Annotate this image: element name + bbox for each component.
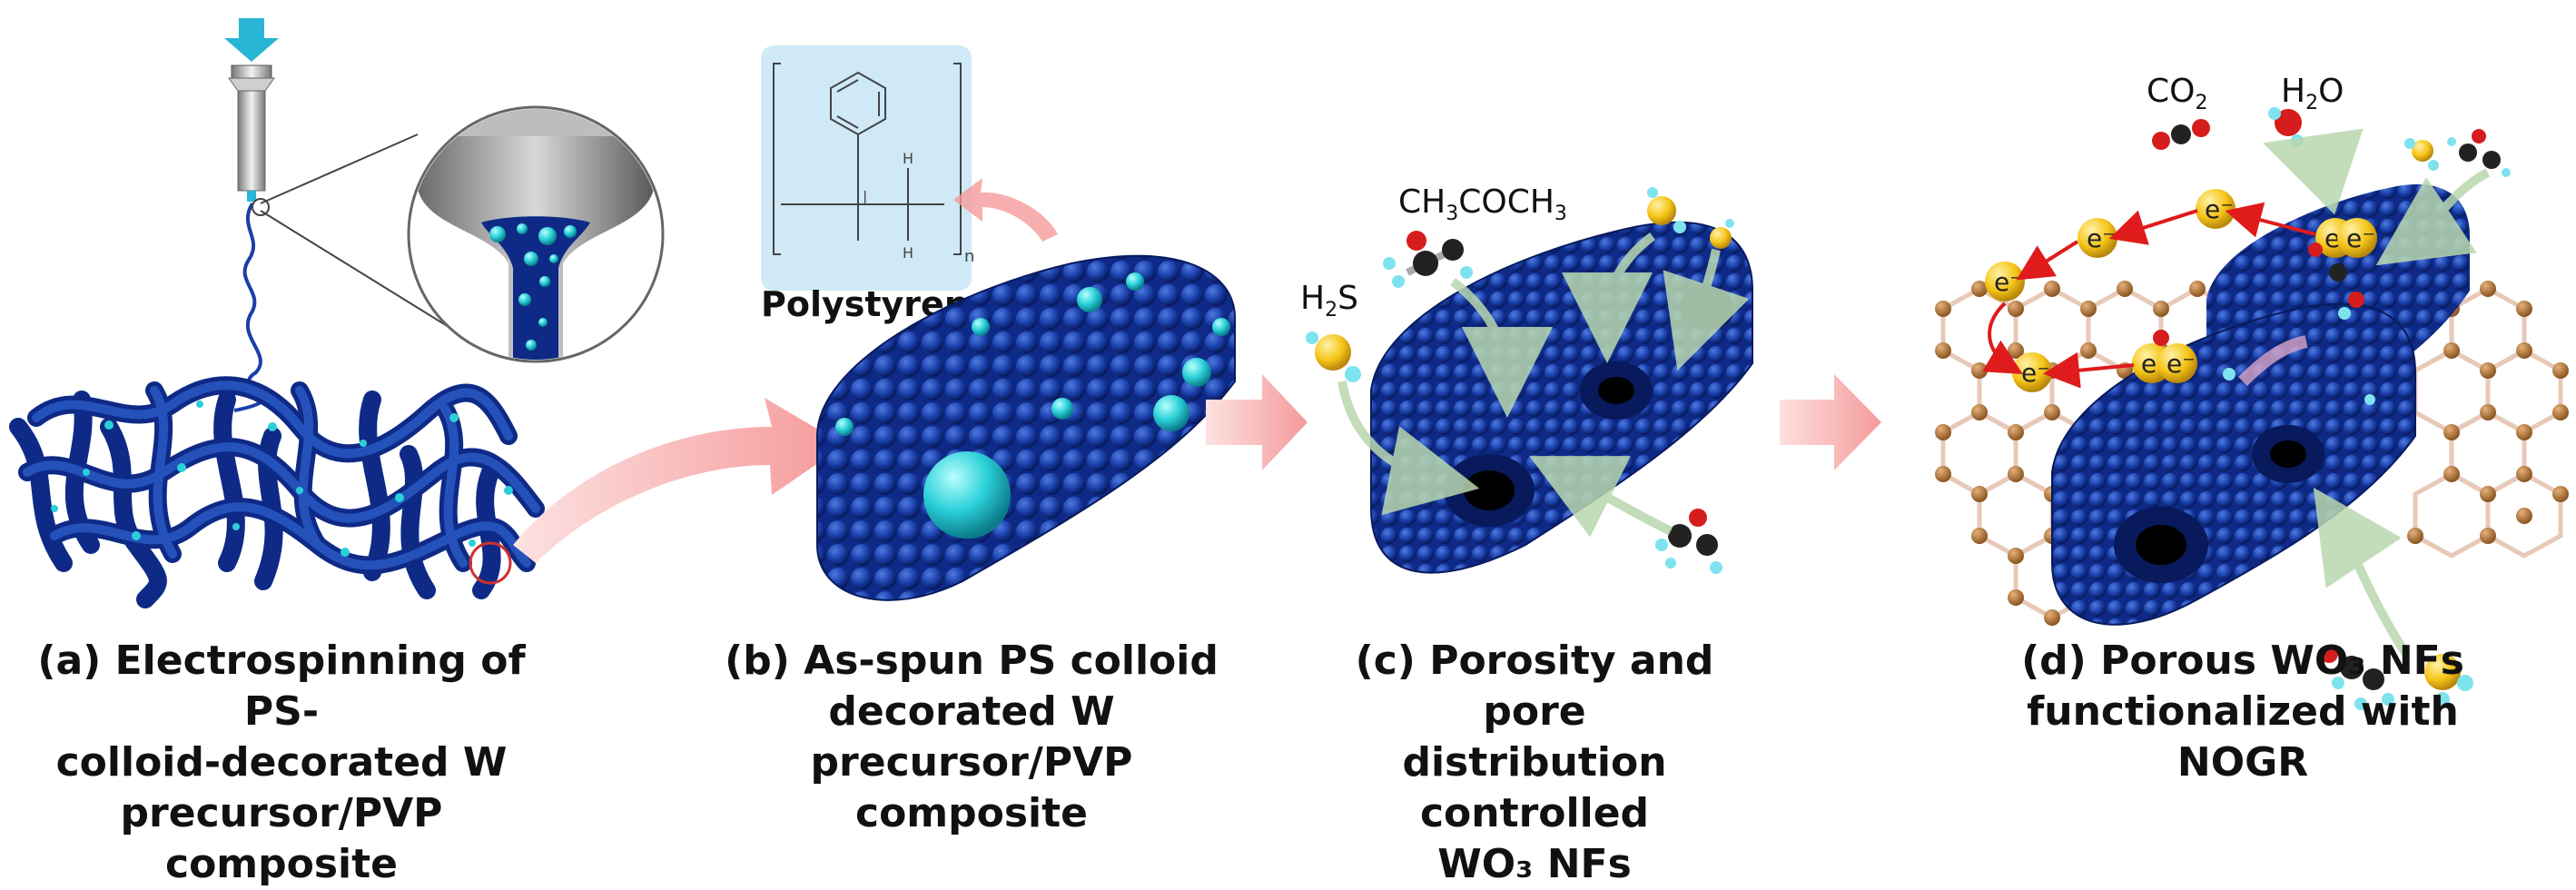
panel-d: e⁻ e⁻ e⁻ e⁻ e⁻ e⁻ e⁻ e⁻: [1935, 73, 2569, 710]
caption-c: (c) Porosity and pore distribution contr…: [1355, 638, 1714, 887]
gas-flow-arrows-c: [1337, 232, 1750, 538]
h2s-molecule-d2: [2424, 654, 2473, 707]
diagram-canvas: H H | n Polystyrene CH3COCH3 H2S: [9, 18, 2569, 710]
label-h2s: H2S: [1300, 280, 1358, 321]
feed-arrow-icon: [224, 18, 279, 62]
composite-fiber-b: [816, 254, 1236, 601]
svg-text:e⁻: e⁻: [2205, 194, 2234, 224]
h2s-molecule-c3: [1710, 219, 1734, 249]
svg-text:H: H: [903, 244, 913, 262]
arrow-b-to-c: [1206, 374, 1308, 470]
fiber-highlight-circle: [469, 541, 512, 585]
caption-b: (b) As-spun PS colloid decorated W precu…: [725, 638, 1219, 836]
fiber-colloid-dots: [51, 400, 513, 557]
reaction-arrow-d: [2238, 335, 2308, 386]
nozzle-zoom-circle: [407, 105, 665, 363]
caption-a: (a) Electrospinning of PS- colloid-decor…: [37, 638, 526, 887]
electron-6: e⁻: [2012, 352, 2052, 392]
gas-flow-arrows-d: [2263, 128, 2491, 657]
svg-text:e⁻: e⁻: [2166, 349, 2196, 379]
co2-molecule: [2152, 119, 2210, 150]
arrow-to-polystyrene: [953, 178, 1058, 242]
acetone-molecule-d2: [2320, 645, 2394, 710]
arrow-c-to-d: [1780, 374, 1881, 470]
acetone-molecule-c: [1383, 231, 1473, 288]
electron-5: e⁻: [2337, 218, 2377, 258]
svg-text:|: |: [863, 188, 867, 205]
h2s-molecule-c: [1306, 331, 1361, 382]
electron-group: e⁻ e⁻ e⁻ e⁻ e⁻ e⁻ e⁻ e⁻: [1985, 189, 2377, 392]
arrow-a-to-b: [513, 398, 844, 563]
electron-1: e⁻: [1985, 262, 2025, 302]
svg-text:H: H: [903, 150, 913, 167]
syringe-icon: [228, 64, 275, 202]
acetone-molecule-c2: [1655, 509, 1722, 574]
h2o-molecule: [2268, 107, 2304, 147]
panel-a: [9, 18, 665, 608]
caption-d: (d) Porous WO₃ NFs functionalized with N…: [2021, 638, 2464, 786]
label-co2: CO2: [2147, 73, 2207, 114]
electron-3: e⁻: [2196, 189, 2235, 229]
panel-c: CH3COCH3 H2S: [1300, 183, 1753, 574]
label-h2o: H2O: [2281, 73, 2344, 114]
h2s-molecule-d: [2404, 138, 2439, 171]
svg-text:e⁻: e⁻: [1994, 267, 2023, 297]
polystyrene-structure: H H | n: [761, 45, 974, 291]
acetone-molecule-d: [2447, 129, 2511, 177]
electron-2: e⁻: [2078, 218, 2117, 258]
svg-text:e⁻: e⁻: [2021, 358, 2050, 388]
svg-text:e⁻: e⁻: [2087, 223, 2116, 253]
label-acetone: CH3COCH3: [1398, 183, 1567, 225]
h2s-molecule-c2: [1647, 187, 1686, 233]
electron-8: e⁻: [2157, 343, 2197, 383]
repeat-subscript-n: n: [964, 247, 974, 266]
o-adsorbate-dots: [2153, 242, 2364, 346]
electron-transfer-arrows: [1982, 202, 2316, 389]
panel-b: H H | n Polystyrene: [761, 45, 1236, 601]
svg-text:e⁻: e⁻: [2346, 223, 2375, 253]
porous-fiber-d-front: [2051, 302, 2416, 626]
